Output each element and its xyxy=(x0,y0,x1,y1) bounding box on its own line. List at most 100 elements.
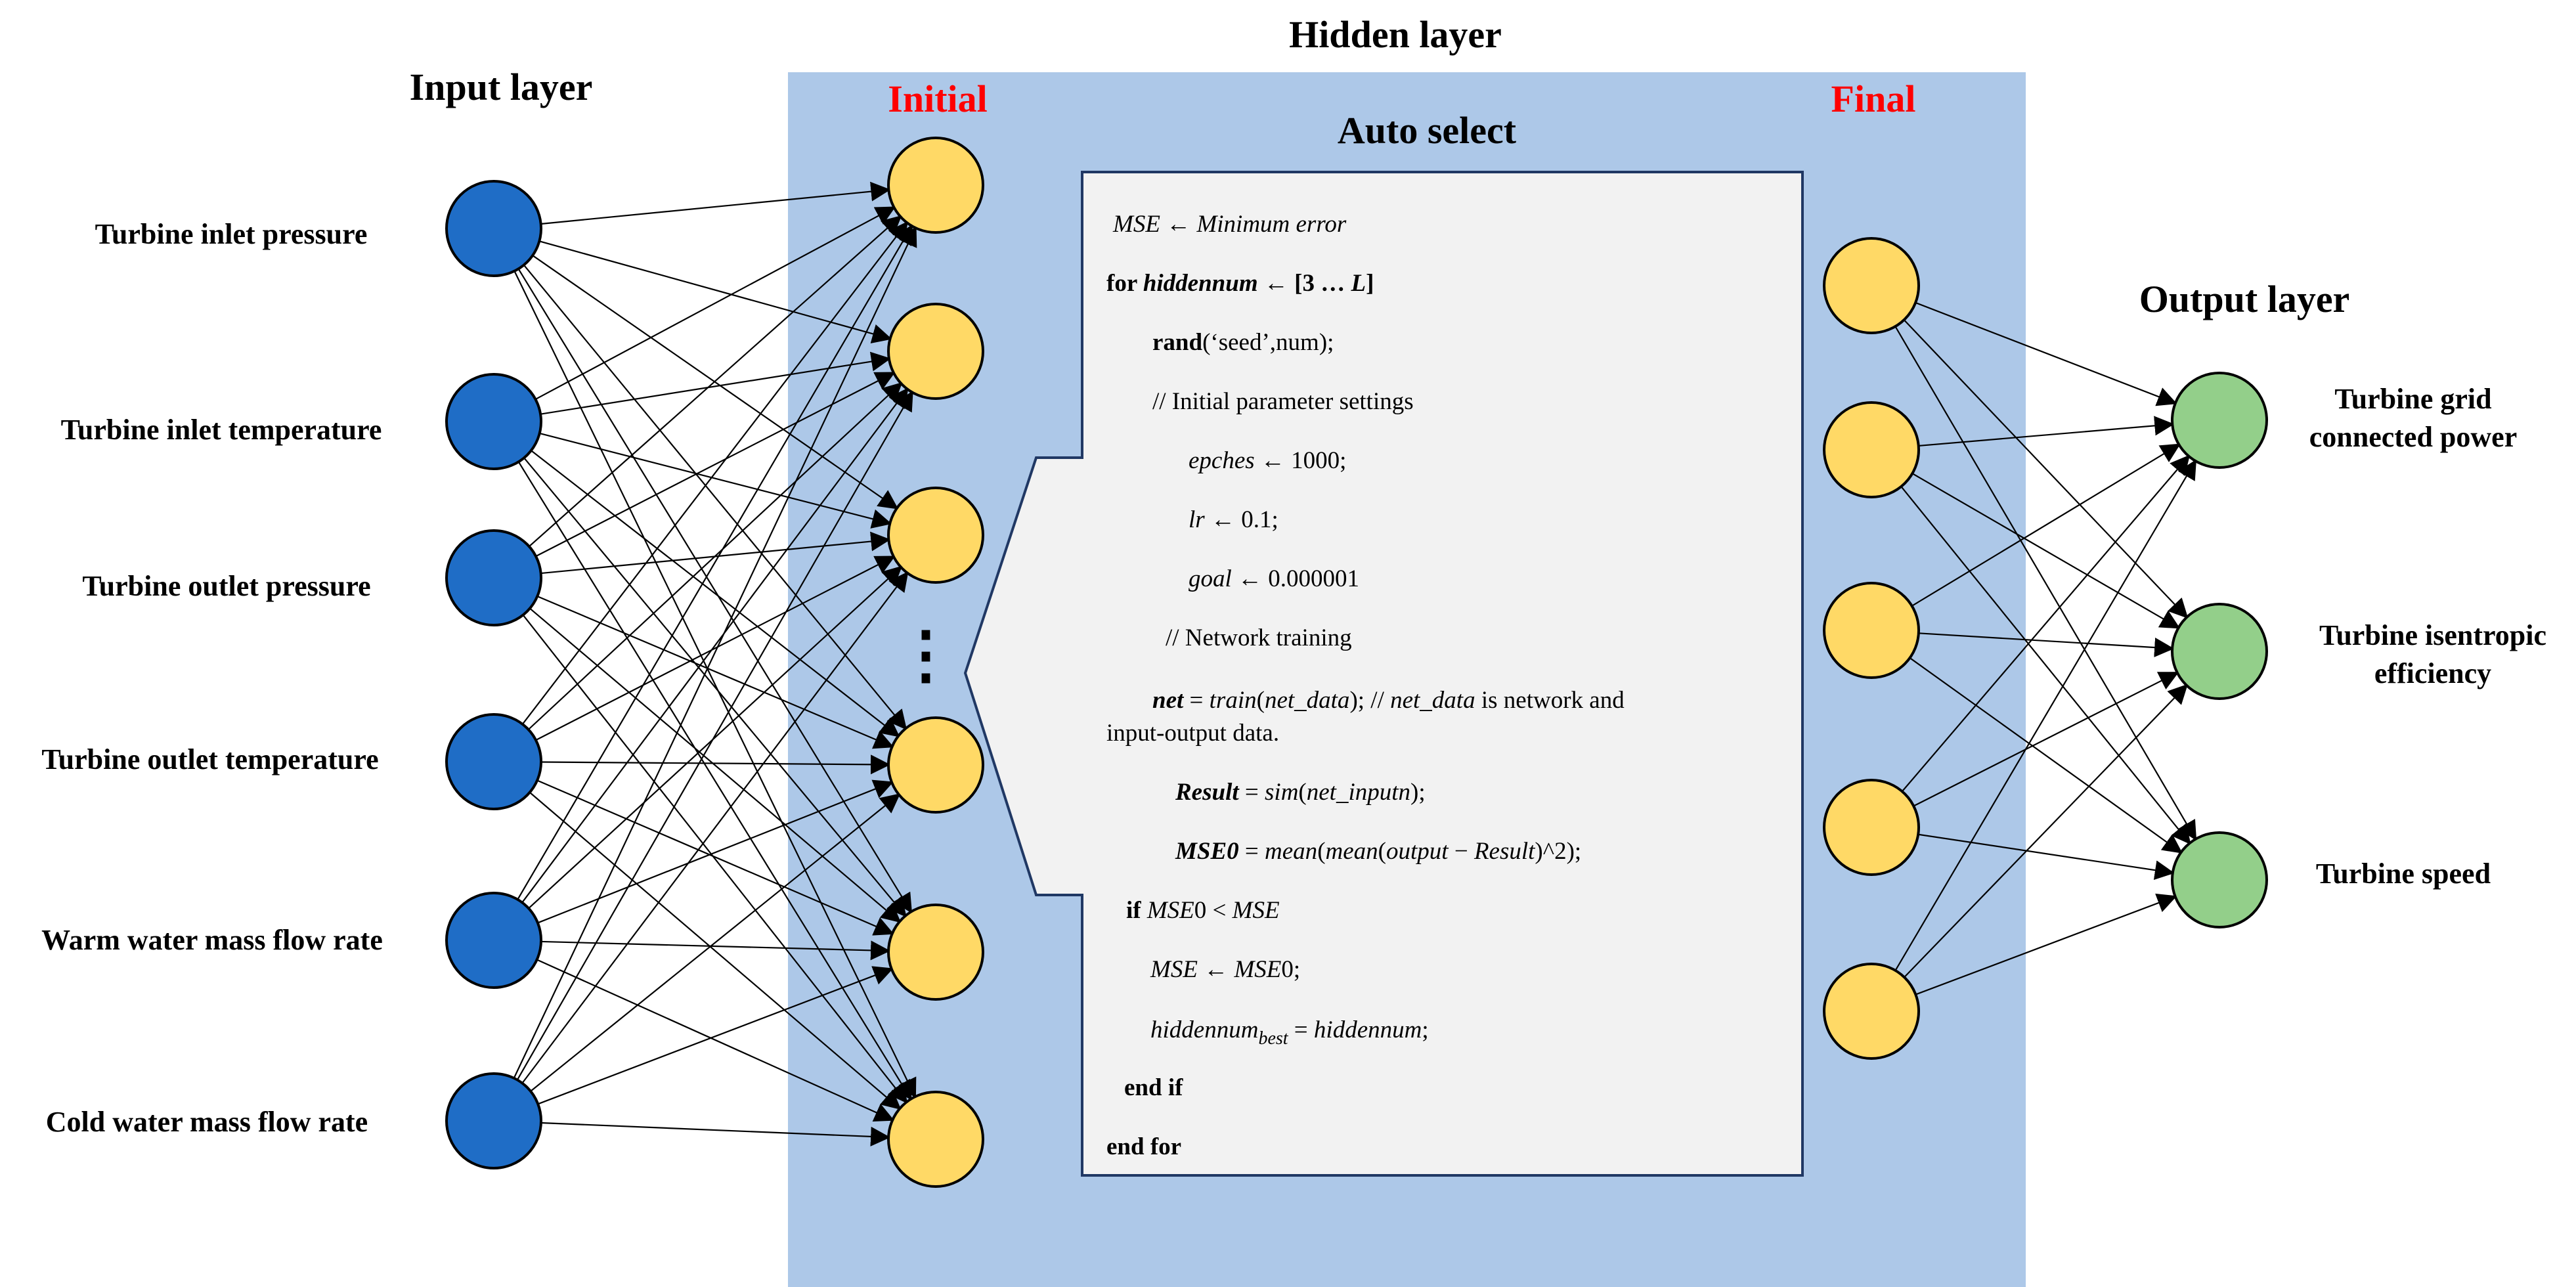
connection-edge xyxy=(1911,473,2181,629)
output-label: connected power xyxy=(2309,421,2518,453)
connection-edge xyxy=(540,754,891,775)
connection-edge xyxy=(539,240,892,343)
output-layer-title: Output layer xyxy=(2139,278,2350,320)
connection-edge xyxy=(540,181,891,225)
code-line: net = train(net_data); // net_data is ne… xyxy=(1152,687,1625,714)
connection-edge xyxy=(529,791,902,1110)
connection-edge xyxy=(522,614,908,1104)
code-line: epches ← 1000; xyxy=(1189,447,1346,474)
output-node xyxy=(2171,831,2268,928)
network-nodes xyxy=(445,137,2268,1188)
connection-edge xyxy=(1903,319,2189,619)
initial-hidden-node xyxy=(887,487,984,584)
connection-edge xyxy=(1918,416,2175,447)
input-label: Turbine inlet temperature xyxy=(61,414,382,446)
initial-hidden-node xyxy=(887,716,984,814)
code-line: MSE ← MSE0; xyxy=(1150,956,1300,983)
initial-title: Initial xyxy=(888,77,988,120)
code-line: lr ← 0.1; xyxy=(1189,506,1278,533)
input-label: Warm water mass flow rate xyxy=(41,924,383,956)
connection-edges xyxy=(513,181,2197,1146)
connection-edge xyxy=(517,224,913,900)
auto-select-code: MSE ← Minimum error for hiddennum ← [3 …… xyxy=(1106,211,1625,1160)
code-line: end if xyxy=(1124,1074,1183,1101)
input-label: Turbine outlet pressure xyxy=(82,570,370,602)
final-title: Final xyxy=(1831,77,1916,120)
code-line: if MSE0 < MSE xyxy=(1126,897,1280,924)
connection-edge xyxy=(1915,893,2177,995)
connection-edge xyxy=(530,793,901,1092)
output-label: Turbine grid xyxy=(2334,383,2491,415)
connection-edge xyxy=(1915,301,2177,406)
final-hidden-node xyxy=(1823,582,1920,679)
connection-edge xyxy=(1909,657,2183,854)
initial-hidden-node xyxy=(887,904,984,1001)
connection-edge xyxy=(529,607,902,923)
connection-edge xyxy=(513,226,917,1079)
connection-edge xyxy=(517,268,913,914)
code-line: rand(‘seed’,num); xyxy=(1152,329,1334,356)
output-label: Turbine isentropic xyxy=(2319,619,2546,651)
final-hidden-node xyxy=(1823,963,1920,1060)
connection-edge xyxy=(1894,459,2196,971)
input-label: Turbine inlet pressure xyxy=(95,218,368,250)
input-node xyxy=(445,373,542,470)
connection-edge xyxy=(523,264,907,730)
final-hidden-node xyxy=(1823,237,1920,334)
connection-edge xyxy=(537,966,894,1105)
connection-edge xyxy=(540,351,891,415)
code-line: Result = sim(net_inputn); xyxy=(1175,779,1426,806)
output-label: Turbine speed xyxy=(2316,858,2491,890)
code-line: hiddennumbest = hiddennum; xyxy=(1150,1016,1429,1049)
connection-edge xyxy=(528,565,903,909)
connection-edge xyxy=(529,215,902,547)
connection-edge xyxy=(537,779,894,924)
code-line: // Network training xyxy=(1166,624,1352,651)
auto-select-title: Auto select xyxy=(1338,109,1517,152)
connection-edge xyxy=(1918,833,2175,881)
code-line: input-output data. xyxy=(1106,720,1279,747)
connection-edge xyxy=(1913,672,2179,807)
code-line: for hiddennum ← [3 … L] xyxy=(1106,270,1374,297)
output-label: efficiency xyxy=(2374,657,2491,689)
input-node xyxy=(445,892,542,989)
hidden-ellipsis: ⋮ xyxy=(894,620,957,690)
connection-edge xyxy=(1911,443,2181,607)
output-node xyxy=(2171,603,2268,700)
code-line: MSE ← Minimum error xyxy=(1112,211,1347,238)
input-node xyxy=(445,180,542,277)
hidden-layer-title: Hidden layer xyxy=(1289,13,1502,56)
initial-hidden-node xyxy=(887,1091,984,1188)
initial-hidden-node xyxy=(887,303,984,400)
input-layer-title: Input layer xyxy=(410,66,593,108)
code-line: // Initial parameter settings xyxy=(1152,388,1414,415)
output-node xyxy=(2171,372,2268,469)
connection-edge xyxy=(521,571,909,1084)
connection-edge xyxy=(535,372,896,557)
connection-edge xyxy=(1904,684,2189,978)
final-hidden-node xyxy=(1823,401,1920,498)
initial-hidden-node xyxy=(887,137,984,234)
final-hidden-node xyxy=(1823,779,1920,876)
connection-edge xyxy=(531,450,900,737)
connection-edge xyxy=(535,556,896,741)
connection-edge xyxy=(521,387,909,904)
input-label: Cold water mass flow rate xyxy=(46,1106,368,1138)
connection-edge xyxy=(513,271,917,1099)
connection-edge xyxy=(516,390,913,1081)
connection-edge xyxy=(536,779,894,936)
input-node xyxy=(445,713,542,810)
connection-edge xyxy=(536,596,894,749)
code-line: end for xyxy=(1106,1133,1181,1160)
code-line: goal ← 0.000001 xyxy=(1189,565,1359,592)
connection-edge xyxy=(517,461,912,1101)
connection-edge xyxy=(540,940,891,961)
connection-edge xyxy=(535,206,896,401)
input-label: Turbine outlet temperature xyxy=(41,743,378,775)
connection-edge xyxy=(1918,632,2175,658)
connection-edge xyxy=(540,1122,891,1146)
code-line: MSE0 = mean(mean(output − Result)^2); xyxy=(1175,838,1581,865)
connection-edge xyxy=(1900,486,2191,845)
input-node xyxy=(445,529,542,626)
